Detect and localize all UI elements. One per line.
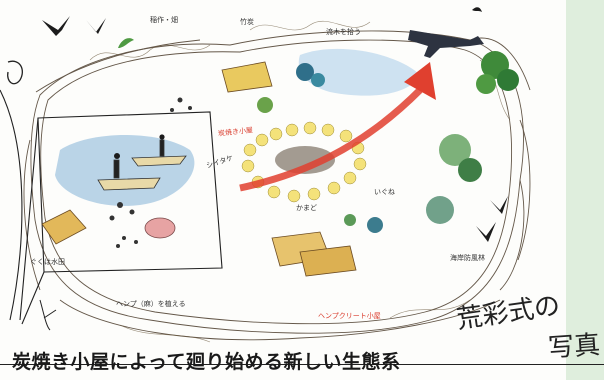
page-caption: 炭焼き小屋によって廻り始める新しい生態系 <box>12 351 401 373</box>
label-sawtooth-oak: いぐね <box>374 188 395 196</box>
label-hemp-crete-hut: ヘンプクリート小屋 <box>318 312 381 320</box>
caption-strike-line <box>0 364 604 366</box>
label-paddy: ぐくは水田 <box>30 258 65 266</box>
label-driftwood: 流木を拾う <box>326 28 361 36</box>
label-bamboo: 竹炭 <box>240 18 254 26</box>
margin-strip <box>566 0 604 380</box>
label-kamado: かまど <box>296 204 317 212</box>
label-rice-field: 稲作・畑 <box>150 16 178 24</box>
handwritten-photo-note: 写真 <box>547 330 602 364</box>
label-coastal-forest: 海岸防風林 <box>450 254 485 262</box>
label-plant-hemp: ヘンプ（麻）を植える <box>116 300 186 308</box>
